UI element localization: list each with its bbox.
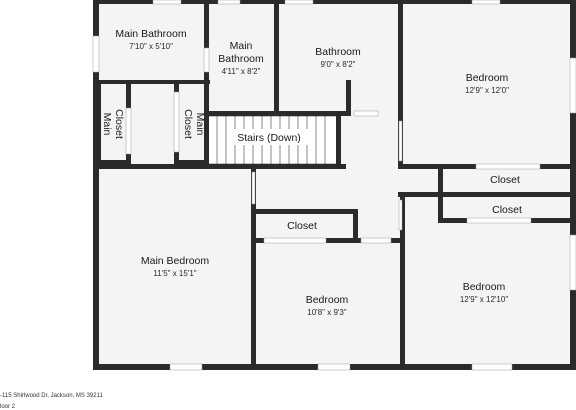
bedroom-se-dims: 12'9" x 12'10": [460, 295, 508, 304]
bedroom-ne-dims: 12'9" x 12'0": [465, 86, 509, 95]
main-closet-left-line1: Main: [101, 113, 113, 136]
main-bathroom-2-name-line1: Main: [230, 40, 253, 52]
bathroom-dims: 9'0" x 8'2": [321, 60, 356, 69]
main-bathroom-1-name: Main Bathroom: [115, 28, 186, 40]
main-bedroom-name: Main Bedroom: [141, 255, 210, 267]
walls: [93, 0, 576, 370]
floor-area: [95, 0, 576, 370]
main-bathroom-1-dims: 7'10" x 5'10": [129, 42, 173, 51]
main-bedroom-dims: 11'5" x 15'1": [153, 269, 196, 278]
openings: [92, 0, 576, 371]
closet-e1-label: Closet: [490, 174, 520, 186]
bedroom-center-name: Bedroom: [306, 294, 349, 306]
main-closet-right-line1: Main: [194, 113, 206, 136]
main-closet-left-line2: Closet: [113, 109, 125, 139]
stairs-label: Stairs (Down): [237, 132, 301, 144]
bedroom-se-name: Bedroom: [463, 281, 506, 293]
closet-e2-label: Closet: [492, 204, 522, 216]
bathroom-name: Bathroom: [315, 46, 361, 58]
bedroom-center-dims: 10'8" x 9'3": [307, 308, 347, 317]
main-closet-right-line2: Closet: [182, 109, 194, 139]
closet-center-label: Closet: [287, 220, 317, 232]
footer-address: -115 Shirlwood Dr, Jackson, MS 39211: [0, 393, 103, 399]
main-bathroom-2-name-line2: Bathroom: [218, 53, 264, 65]
bedroom-ne-name: Bedroom: [466, 72, 509, 84]
footer-floor: loor 2: [0, 404, 16, 410]
main-bathroom-2-dims: 4'11" x 8'2": [222, 67, 261, 76]
